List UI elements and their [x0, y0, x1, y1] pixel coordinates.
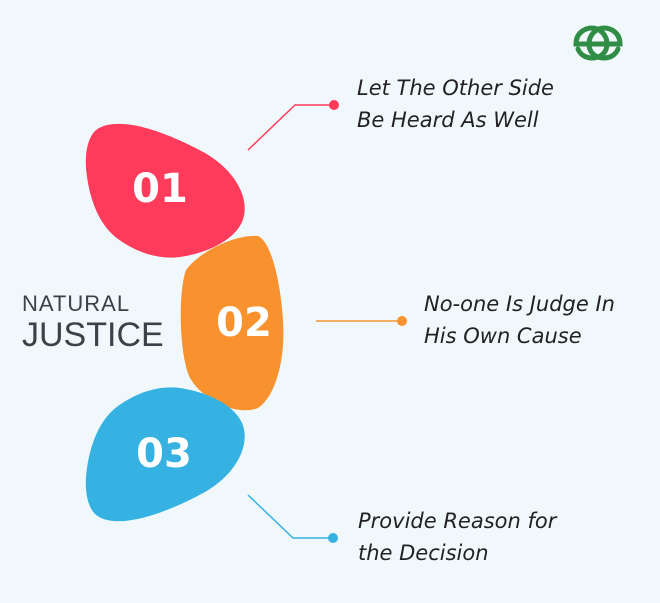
- step-number-02: 02: [216, 300, 272, 346]
- step-text-03: Provide Reason for the Decision: [358, 505, 556, 569]
- step-number-01: 01: [132, 166, 188, 212]
- step-text-01-line2: Be Heard As Well: [357, 108, 539, 132]
- connector-dot-01: [329, 100, 339, 110]
- connector-03: [247, 494, 333, 539]
- center-subtitle: NATURAL: [22, 291, 131, 316]
- step-text-03-line2: the Decision: [358, 541, 489, 565]
- center-main-title: JUSTICE: [22, 316, 164, 354]
- step-number-03: 03: [136, 431, 192, 477]
- segment-02: [180, 235, 284, 411]
- connector-01: [247, 104, 334, 151]
- connector-dot-02: [397, 316, 407, 326]
- step-text-02: No-one Is Judge In His Own Cause: [424, 288, 615, 352]
- gfg-logo-icon: [573, 25, 623, 61]
- center-title: NATURAL JUSTICE: [22, 291, 164, 355]
- step-text-01: Let The Other Side Be Heard As Well: [357, 72, 554, 136]
- connector-dot-03: [328, 533, 338, 543]
- segment-03: [85, 387, 245, 522]
- step-text-02-line2: His Own Cause: [424, 324, 582, 348]
- logo-right-g: [573, 25, 610, 61]
- step-text-02-line1: No-one Is Judge In: [424, 292, 615, 316]
- segment-01: [85, 123, 245, 258]
- step-text-01-line1: Let The Other Side: [357, 76, 554, 100]
- step-text-03-line1: Provide Reason for: [358, 509, 557, 533]
